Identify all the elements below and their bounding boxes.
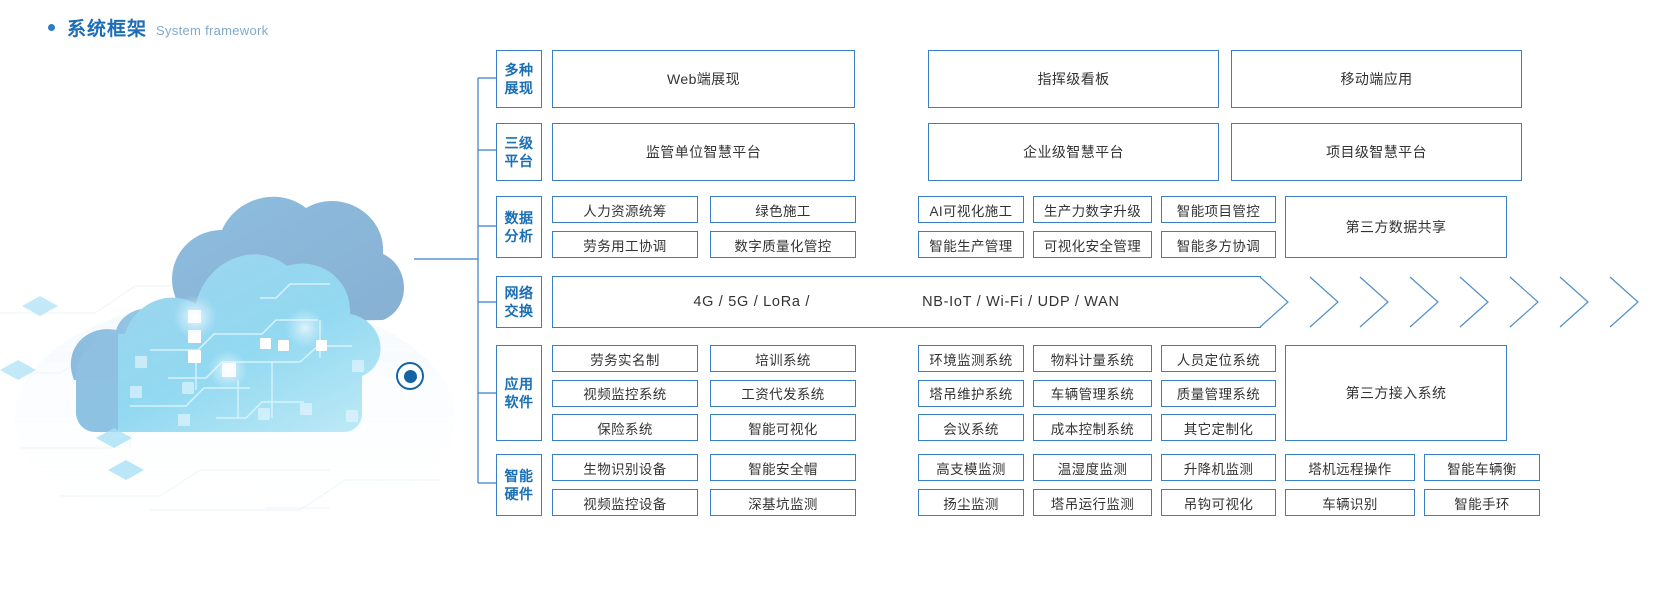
cell-smart-production-mgmt[interactable]: 智能生产管理	[918, 231, 1024, 258]
rail-label-display: 多种 展现	[496, 50, 542, 108]
rail-line-2: 软件	[504, 394, 534, 410]
rail-line-1: 智能	[504, 467, 534, 484]
cell-digital-quality-control[interactable]: 数字质量化管控	[710, 231, 856, 258]
cell-command-dashboard[interactable]: 指挥级看板	[928, 50, 1219, 108]
cell-deep-foundation-monitor[interactable]: 深基坑监测	[710, 489, 856, 516]
group-data-analysis-b: AI可视化施工 生产力数字升级 智能项目管控 智能生产管理 可视化安全管理 智能…	[918, 196, 1276, 258]
network-flow-chevrons-icon	[1259, 276, 1639, 328]
cell-hr-coordination[interactable]: 人力资源统筹	[552, 196, 698, 223]
cell-temp-humidity-monitor[interactable]: 温湿度监测	[1033, 454, 1152, 481]
cell-supervision-platform[interactable]: 监管单位智慧平台	[552, 123, 855, 181]
cell-personnel-positioning-system[interactable]: 人员定位系统	[1161, 345, 1276, 372]
cell-third-party-access-system[interactable]: 第三方接入系统	[1285, 345, 1507, 441]
cell-vehicle-management-system[interactable]: 车辆管理系统	[1033, 379, 1152, 407]
layer-row-display: 多种 展现 Web端展现 指挥级看板 移动端应用	[496, 50, 1671, 108]
cloud-connection-node-icon	[396, 362, 424, 390]
circuit-background-icon	[0, 196, 455, 518]
cell-visual-safety-mgmt[interactable]: 可视化安全管理	[1033, 231, 1152, 258]
rail-line-2: 硬件	[504, 486, 534, 502]
tree-connector	[414, 77, 500, 484]
cell-vehicle-recognition[interactable]: 车辆识别	[1285, 489, 1415, 516]
cell-project-platform[interactable]: 项目级智慧平台	[1231, 123, 1522, 181]
cell-hook-visualization[interactable]: 吊钩可视化	[1161, 489, 1276, 516]
page-header: 系统框架 System framework	[48, 14, 268, 41]
cell-video-monitor-device[interactable]: 视频监控设备	[552, 489, 698, 516]
cell-smart-weighbridge[interactable]: 智能车辆衡	[1424, 454, 1540, 481]
rail-line-1: 数据	[504, 209, 534, 226]
rail-line-1: 网络	[504, 284, 534, 301]
cell-dust-monitor[interactable]: 扬尘监测	[918, 489, 1024, 516]
cell-quality-management-system[interactable]: 质量管理系统	[1161, 379, 1276, 407]
rail-label-data-analysis: 数据 分析	[496, 196, 542, 258]
rail-line-2: 交换	[504, 303, 534, 319]
layer-row-data-analysis: 数据 分析 人力资源统筹 绿色施工 劳务用工协调 数字质量化管控 AI可视化施工…	[496, 196, 1671, 258]
rail-line-1: 应用	[504, 375, 534, 392]
layer-row-application: 应用 软件 劳务实名制 培训系统 视频监控系统 工资代发系统 保险系统 智能可视…	[496, 345, 1671, 441]
cell-smart-helmet[interactable]: 智能安全帽	[710, 454, 856, 481]
network-protocol-bar: 4G / 5G / LoRa / NB-IoT / Wi-Fi / UDP / …	[552, 276, 1261, 328]
group-application-b: 环境监测系统 物料计量系统 人员定位系统 塔吊维护系统 车辆管理系统 质量管理系…	[918, 345, 1276, 441]
network-label-right: NB-IoT / Wi-Fi / UDP / WAN	[922, 294, 1120, 310]
rail-label-platform: 三级 平台	[496, 123, 542, 181]
page-title-en: System framework	[156, 23, 269, 38]
cell-payroll-system[interactable]: 工资代发系统	[710, 379, 856, 407]
cell-web-display[interactable]: Web端展现	[552, 50, 855, 108]
cell-enterprise-platform[interactable]: 企业级智慧平台	[928, 123, 1219, 181]
cell-video-surveillance-system[interactable]: 视频监控系统	[552, 379, 698, 407]
cell-crane-operation-monitor[interactable]: 塔吊运行监测	[1033, 489, 1152, 516]
rail-label-hardware: 智能 硬件	[496, 454, 542, 516]
rail-line-2: 展现	[504, 80, 534, 96]
group-hardware-c: 塔机远程操作 智能车辆衡 车辆识别 智能手环	[1285, 454, 1540, 516]
rail-line-2: 平台	[504, 153, 534, 169]
network-label-left: 4G / 5G / LoRa /	[693, 294, 811, 310]
group-hardware-b: 高支模监测 温湿度监测 升降机监测 扬尘监测 塔吊运行监测 吊钩可视化	[918, 454, 1276, 516]
layer-row-platform: 三级 平台 监管单位智慧平台 企业级智慧平台 项目级智慧平台	[496, 123, 1671, 181]
layer-row-network: 网络 交换 4G / 5G / LoRa / NB-IoT / Wi-Fi / …	[496, 276, 1671, 328]
cell-labor-coordination[interactable]: 劳务用工协调	[552, 231, 698, 258]
rail-label-application: 应用 软件	[496, 345, 542, 441]
rail-line-2: 分析	[504, 228, 534, 244]
cell-elevator-monitor[interactable]: 升降机监测	[1161, 454, 1276, 481]
cell-training-system[interactable]: 培训系统	[710, 345, 856, 372]
cell-crane-maintenance-system[interactable]: 塔吊维护系统	[918, 379, 1024, 407]
cell-smart-multiparty[interactable]: 智能多方协调	[1161, 231, 1276, 258]
cell-productivity-upgrade[interactable]: 生产力数字升级	[1033, 196, 1152, 223]
cell-meeting-system[interactable]: 会议系统	[918, 414, 1024, 441]
group-application-a: 劳务实名制 培训系统 视频监控系统 工资代发系统 保险系统 智能可视化	[552, 345, 856, 441]
cell-tower-remote-operation[interactable]: 塔机远程操作	[1285, 454, 1415, 481]
rail-line-1: 三级	[504, 134, 534, 151]
rail-label-network: 网络 交换	[496, 276, 542, 328]
cell-mobile-app[interactable]: 移动端应用	[1231, 50, 1522, 108]
cell-smart-project-control[interactable]: 智能项目管控	[1161, 196, 1276, 223]
layer-row-hardware: 智能 硬件 生物识别设备 智能安全帽 视频监控设备 深基坑监测 高支模监测 温湿…	[496, 454, 1671, 516]
group-data-analysis-a: 人力资源统筹 绿色施工 劳务用工协调 数字质量化管控	[552, 196, 856, 258]
cloud-computing-illustration	[0, 118, 470, 518]
cell-cost-control-system[interactable]: 成本控制系统	[1033, 414, 1152, 441]
cell-green-construction[interactable]: 绿色施工	[710, 196, 856, 223]
page-title-cn: 系统框架	[67, 19, 148, 40]
cell-ai-visual-construction[interactable]: AI可视化施工	[918, 196, 1024, 223]
cell-labor-realname[interactable]: 劳务实名制	[552, 345, 698, 372]
cell-biometric-device[interactable]: 生物识别设备	[552, 454, 698, 481]
cell-smart-wristband[interactable]: 智能手环	[1424, 489, 1540, 516]
cell-other-customization[interactable]: 其它定制化	[1161, 414, 1276, 441]
cell-high-formwork-monitor[interactable]: 高支模监测	[918, 454, 1024, 481]
cell-smart-visualization[interactable]: 智能可视化	[710, 414, 856, 441]
rail-line-1: 多种	[504, 61, 534, 78]
cell-material-metering-system[interactable]: 物料计量系统	[1033, 345, 1152, 372]
cell-third-party-data-sharing[interactable]: 第三方数据共享	[1285, 196, 1507, 258]
cell-environment-monitor-system[interactable]: 环境监测系统	[918, 345, 1024, 372]
cell-insurance-system[interactable]: 保险系统	[552, 414, 698, 441]
bullet-dot-icon	[48, 24, 55, 31]
group-hardware-a: 生物识别设备 智能安全帽 视频监控设备 深基坑监测	[552, 454, 856, 516]
